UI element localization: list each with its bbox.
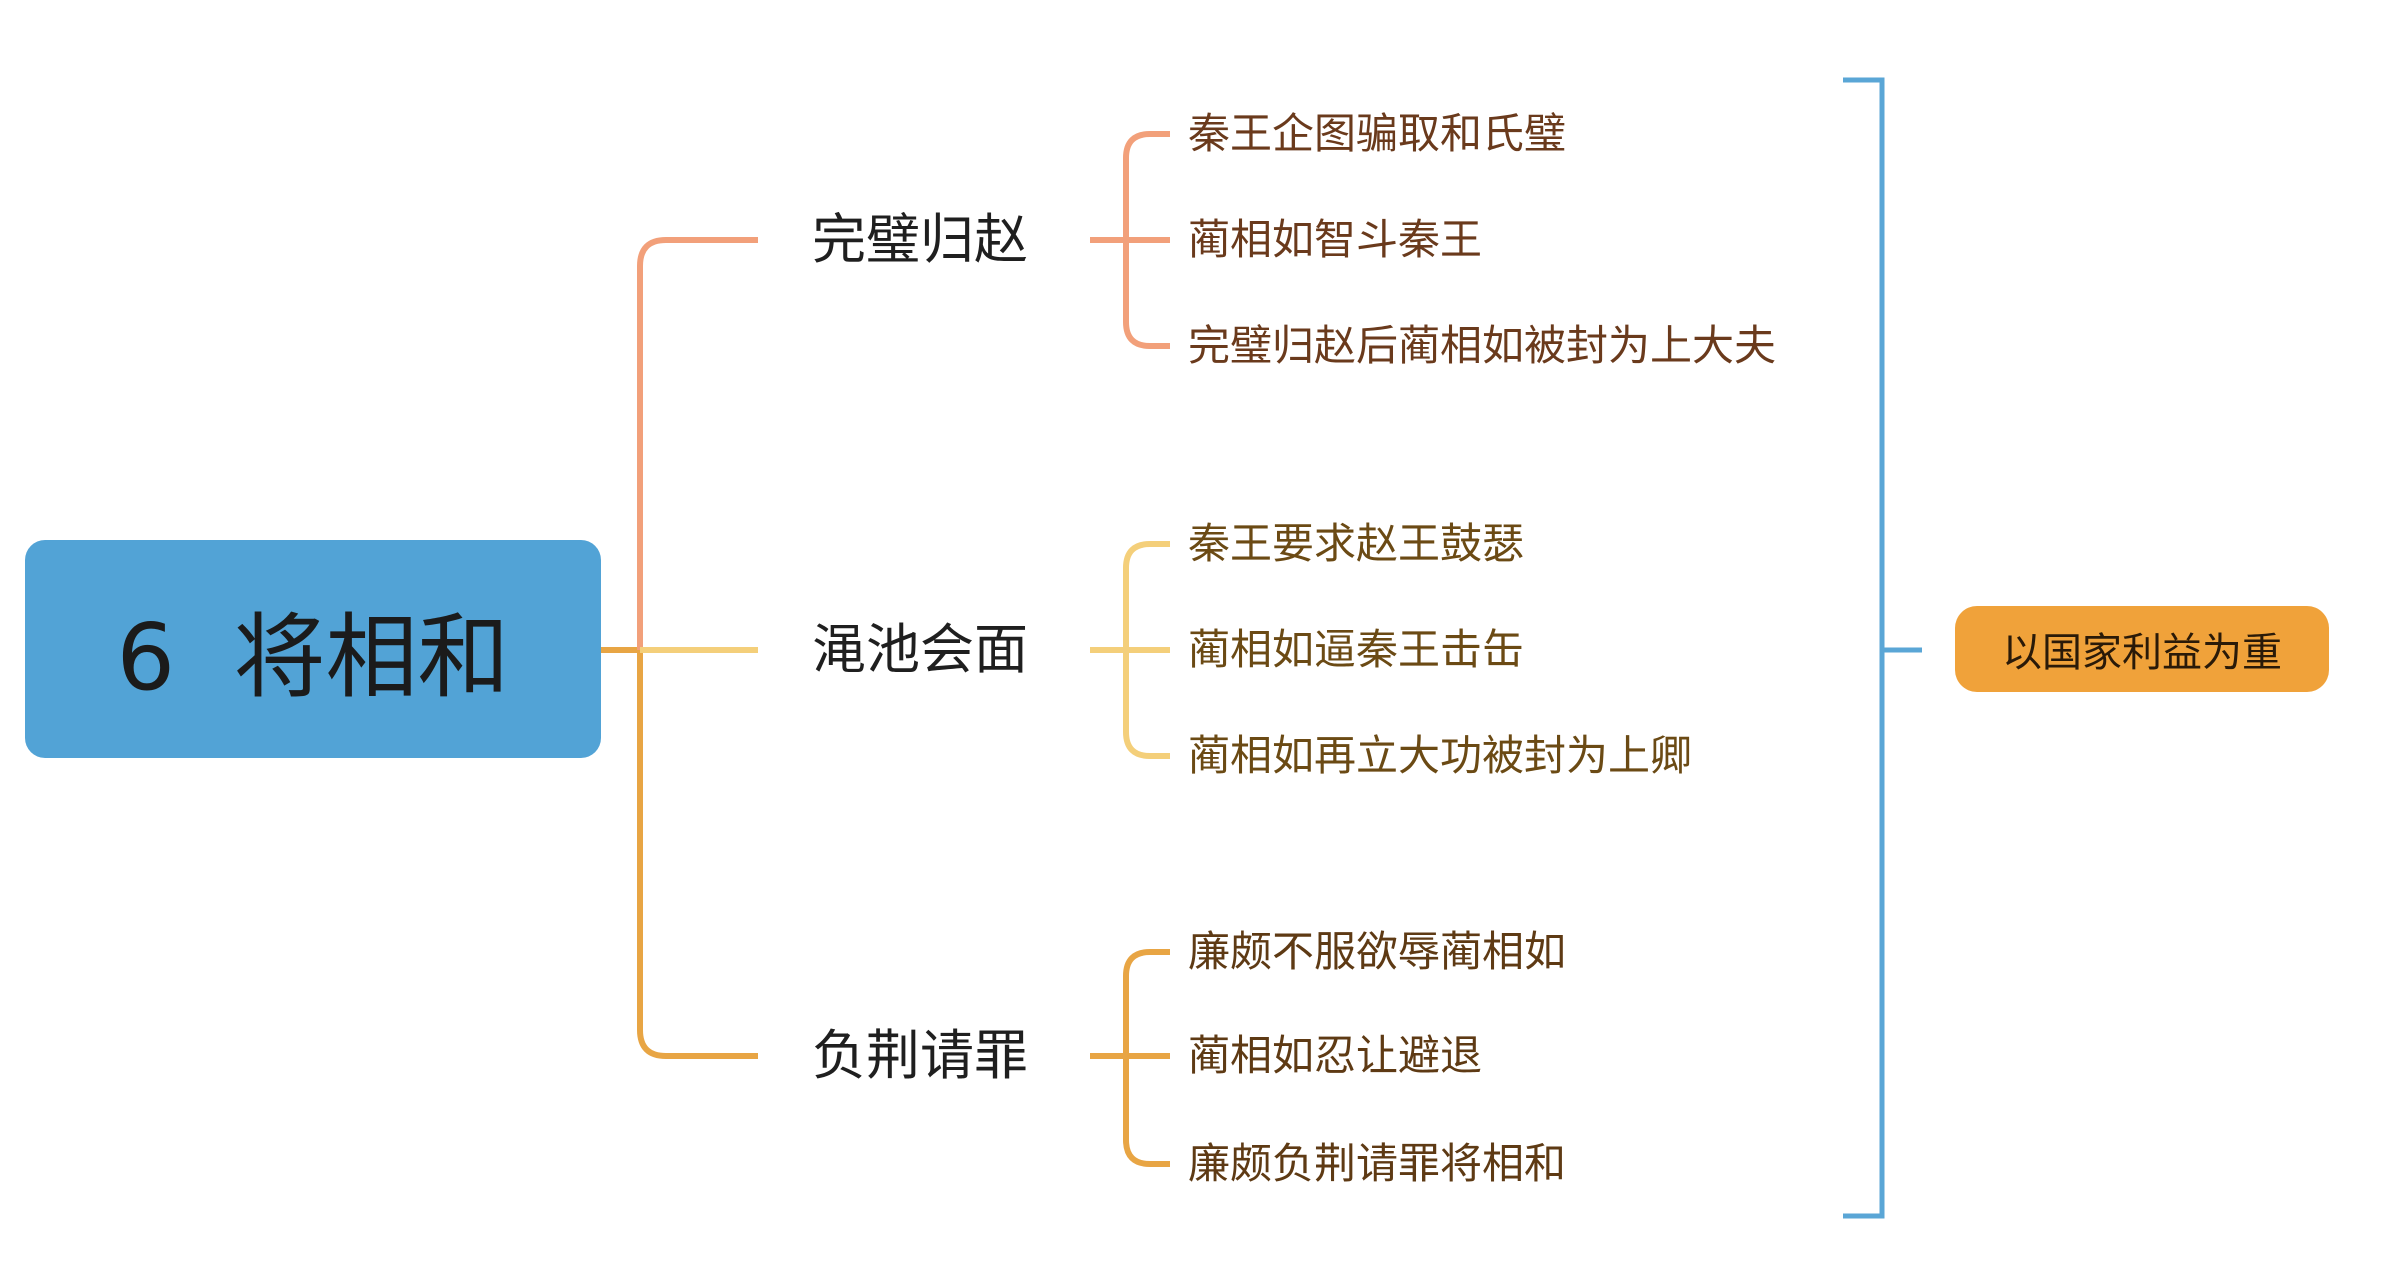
leaf-2-3: 蔺相如再立大功被封为上卿 [1188, 731, 1693, 780]
summary-node: 以国家利益为重 [1955, 606, 2329, 692]
leaf-3-2: 蔺相如忍让避退 [1188, 1031, 1483, 1080]
leaf-bracket-2 [1090, 541, 1170, 759]
trunk-lower [637, 650, 758, 1059]
root-title: 6 将相和 [116, 603, 510, 711]
leaf-2-1: 秦王要求赵王鼓瑟 [1188, 519, 1525, 568]
leaf-1-3: 完璧归赵后蔺相如被封为上大夫 [1188, 321, 1777, 370]
leaf-bracket-1 [1090, 131, 1170, 349]
leaf-3-1: 廉颇不服欲辱蔺相如 [1188, 927, 1567, 976]
leaf-bracket-3 [1090, 949, 1170, 1167]
leaf-2-2: 蔺相如逼秦王击缶 [1188, 625, 1525, 674]
branch-2-title: 渑池会面 [812, 618, 1028, 681]
leaf-3-3: 廉颇负荆请罪将相和 [1188, 1139, 1567, 1188]
trunk-upper [637, 237, 758, 650]
leaf-1-1: 秦王企图骗取和氏璧 [1188, 109, 1567, 158]
root-node [25, 540, 601, 758]
leaf-1-2: 蔺相如智斗秦王 [1188, 215, 1483, 264]
branch-1-title: 完璧归赵 [812, 208, 1028, 271]
branch-3-title: 负荆请罪 [812, 1024, 1028, 1087]
summary-bracket [1843, 77, 1922, 1219]
